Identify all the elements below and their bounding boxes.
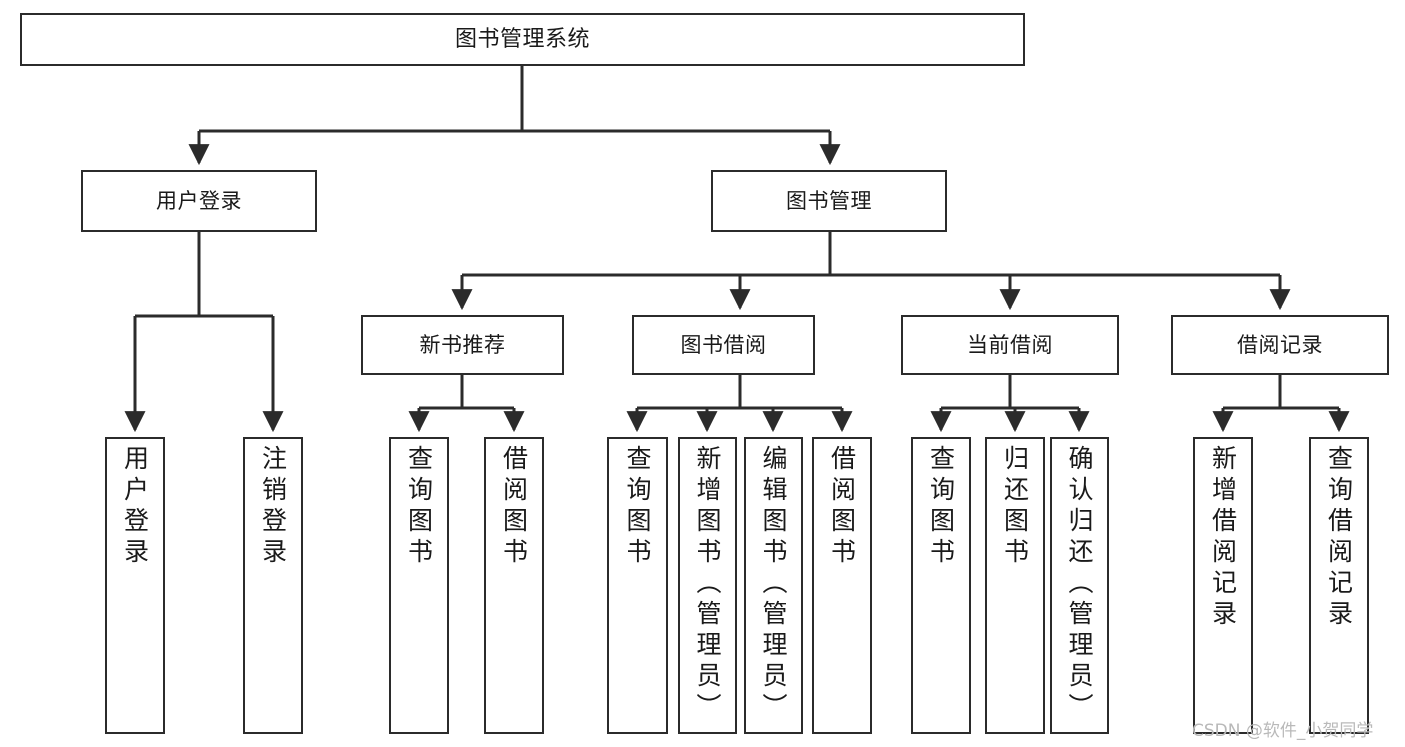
node-leaf-rec-query[interactable]: 查询图书 bbox=[389, 437, 449, 734]
node-leaf-rec-borrow-label: 借阅图书 bbox=[499, 445, 529, 569]
node-leaf-user-login[interactable]: 用户登录 bbox=[105, 437, 165, 734]
node-leaf-borrow-do[interactable]: 借阅图书 bbox=[812, 437, 872, 734]
node-leaf-user-logout[interactable]: 注销登录 bbox=[243, 437, 303, 734]
node-leaf-cur-return-label: 归还图书 bbox=[1000, 445, 1030, 569]
node-leaf-rec-add-label: 新增借阅记录 bbox=[1208, 445, 1238, 631]
node-leaf-borrow-do-label: 借阅图书 bbox=[827, 445, 857, 569]
node-leaf-borrow-query[interactable]: 查询图书 bbox=[607, 437, 668, 734]
node-borrow-record[interactable]: 借阅记录 bbox=[1171, 315, 1389, 375]
node-leaf-cur-return[interactable]: 归还图书 bbox=[985, 437, 1045, 734]
node-borrow-record-label: 借阅记录 bbox=[1237, 332, 1323, 357]
node-leaf-borrow-query-label: 查询图书 bbox=[623, 445, 652, 569]
node-leaf-borrow-add[interactable]: 新增图书（管理员） bbox=[678, 437, 737, 734]
node-leaf-rec-query-label: 查询图书 bbox=[404, 445, 434, 569]
csdn-watermark: CSDN @软件_小贺同学 bbox=[1192, 721, 1374, 741]
node-root-label: 图书管理系统 bbox=[454, 26, 590, 52]
node-leaf-rec-borrow[interactable]: 借阅图书 bbox=[484, 437, 544, 734]
node-leaf-cur-query[interactable]: 查询图书 bbox=[911, 437, 971, 734]
node-leaf-user-logout-label: 注销登录 bbox=[258, 445, 288, 569]
node-book-borrow[interactable]: 图书借阅 bbox=[632, 315, 815, 375]
node-leaf-user-login-label: 用户登录 bbox=[120, 445, 150, 569]
node-current-borrow[interactable]: 当前借阅 bbox=[901, 315, 1119, 375]
node-leaf-rec-add[interactable]: 新增借阅记录 bbox=[1193, 437, 1253, 734]
node-new-book-rec[interactable]: 新书推荐 bbox=[361, 315, 564, 375]
node-leaf-borrow-edit[interactable]: 编辑图书（管理员） bbox=[744, 437, 803, 734]
node-book-borrow-label: 图书借阅 bbox=[680, 332, 767, 357]
node-leaf-cur-confirm[interactable]: 确认归还（管理员） bbox=[1050, 437, 1109, 734]
node-current-borrow-label: 当前借阅 bbox=[967, 332, 1053, 357]
node-leaf-borrow-add-label: 新增图书（管理员） bbox=[693, 445, 722, 724]
node-user-login-label: 用户登录 bbox=[156, 188, 242, 213]
node-user-login[interactable]: 用户登录 bbox=[81, 170, 317, 232]
node-leaf-borrow-edit-label: 编辑图书（管理员） bbox=[759, 445, 788, 724]
node-leaf-rec-query2[interactable]: 查询借阅记录 bbox=[1309, 437, 1369, 734]
node-book-manage[interactable]: 图书管理 bbox=[711, 170, 947, 232]
node-root[interactable]: 图书管理系统 bbox=[20, 13, 1025, 66]
node-leaf-rec-query2-label: 查询借阅记录 bbox=[1324, 445, 1354, 631]
node-book-manage-label: 图书管理 bbox=[786, 188, 872, 213]
node-leaf-cur-query-label: 查询图书 bbox=[926, 445, 956, 569]
node-new-book-rec-label: 新书推荐 bbox=[419, 332, 506, 357]
node-leaf-cur-confirm-label: 确认归还（管理员） bbox=[1065, 445, 1094, 724]
